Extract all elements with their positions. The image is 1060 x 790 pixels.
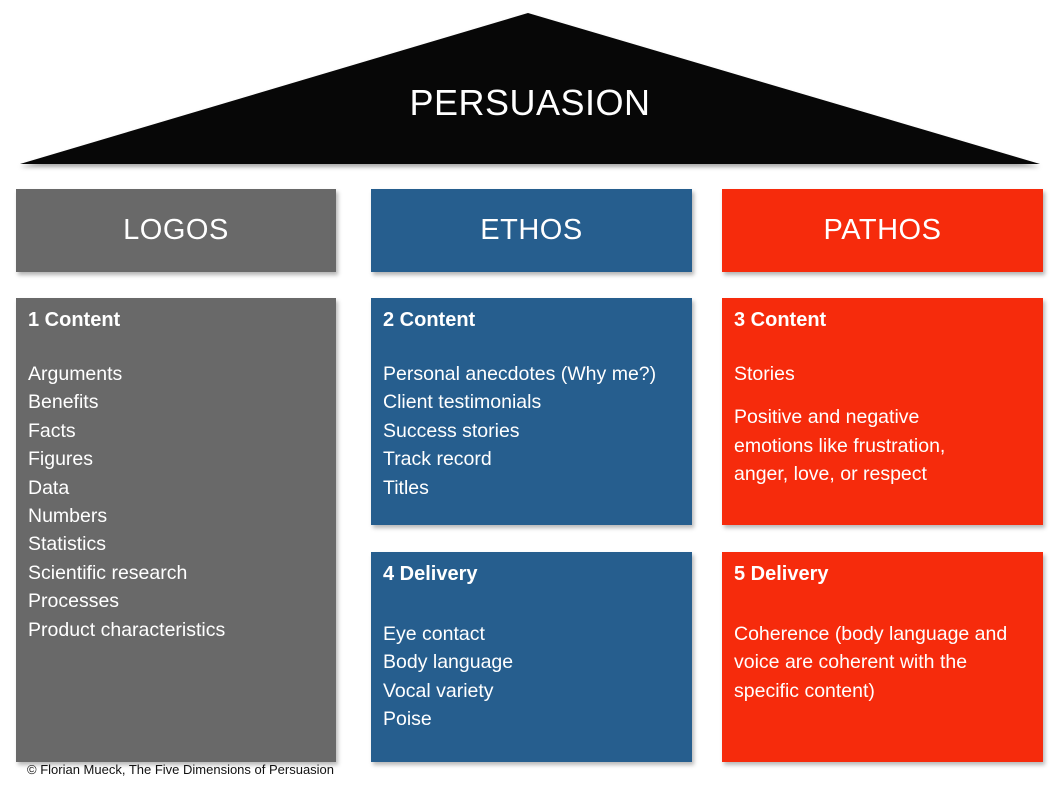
box-title: 1 Content — [28, 309, 121, 331]
list-item: Data — [28, 476, 70, 499]
list-item: Track record — [383, 448, 492, 471]
list-item: Poise — [383, 708, 432, 731]
list-item: Facts — [28, 419, 76, 442]
list-item: Statistics — [28, 533, 107, 556]
paragraph: Stories — [734, 360, 1031, 388]
box-body: Coherence (body language and voice are c… — [734, 620, 1031, 705]
list-item: Success stories — [383, 419, 520, 442]
persuasion-title: PERSUASION — [409, 82, 651, 123]
logos-header-label: LOGOS — [123, 214, 229, 246]
box-body: Personal anecdotes (Why me?) Client test… — [383, 360, 680, 502]
text-line: Positive and negative — [734, 406, 920, 429]
text-line: specific content) — [734, 679, 875, 702]
text-line: anger, love, or respect — [734, 463, 927, 486]
paragraph: Eye contact Body language Vocal variety … — [383, 620, 680, 734]
paragraph: Positive and negative emotions like frus… — [734, 403, 1031, 488]
box-body: Stories Positive and negative emotions l… — [734, 360, 1031, 489]
ethos-content-box: 2 Content Personal anecdotes (Why me?) C… — [371, 298, 692, 525]
list-item: Body language — [383, 651, 514, 674]
box-title: 2 Content — [383, 309, 476, 331]
paragraph: Coherence (body language and voice are c… — [734, 620, 1031, 705]
box-title: 3 Content — [734, 309, 827, 331]
list-item: Vocal variety — [383, 679, 494, 702]
paragraph: Arguments Benefits Facts Figures Data Nu… — [28, 360, 324, 644]
list-item: Eye contact — [383, 623, 485, 645]
pathos-content-box: 3 Content Stories Positive and negative … — [722, 298, 1043, 525]
list-item: Numbers — [28, 505, 108, 528]
roof-container — [0, 0, 1060, 175]
list-item: Scientific research — [28, 561, 188, 584]
paragraph: Personal anecdotes (Why me?) Client test… — [383, 360, 680, 502]
box-body: Eye contact Body language Vocal variety … — [383, 620, 680, 734]
list-item: Titles — [383, 476, 429, 499]
box-body: Arguments Benefits Facts Figures Data Nu… — [28, 360, 324, 644]
logos-header: LOGOS — [16, 189, 336, 272]
box-title: 5 Delivery — [734, 563, 829, 585]
column-ethos: ETHOS 2 Content Personal anecdotes (Why … — [371, 0, 692, 790]
list-item: Figures — [28, 448, 94, 471]
pathos-header: PATHOS — [722, 189, 1043, 272]
text-line: voice are coherent with the — [734, 651, 968, 674]
pathos-header-label: PATHOS — [823, 214, 942, 246]
ethos-header-label: ETHOS — [480, 214, 583, 246]
logos-content-box: 1 Content Arguments Benefits Facts Figur… — [16, 298, 336, 762]
text-line: emotions like frustration, — [734, 434, 946, 457]
column-logos: LOGOS 1 Content Arguments Benefits Facts… — [16, 0, 336, 790]
text-line: Coherence (body language and — [734, 623, 1008, 645]
list-item: Processes — [28, 590, 120, 613]
pathos-delivery-box: 5 Delivery Coherence (body language and … — [722, 552, 1043, 762]
ethos-header: ETHOS — [371, 189, 692, 272]
ethos-delivery-box: 4 Delivery Eye contact Body language Voc… — [371, 552, 692, 762]
list-item: Stories — [734, 363, 795, 385]
list-item: Client testimonials — [383, 391, 542, 414]
box-title: 4 Delivery — [383, 563, 478, 585]
column-pathos: PATHOS 3 Content Stories Positive and ne… — [722, 0, 1043, 790]
list-item: Benefits — [28, 391, 99, 414]
list-item: Product characteristics — [28, 618, 226, 641]
copyright-text: © Florian Mueck, The Five Dimensions of … — [27, 762, 335, 777]
list-item: Personal anecdotes (Why me?) — [383, 363, 657, 385]
list-item: Arguments — [28, 363, 123, 385]
